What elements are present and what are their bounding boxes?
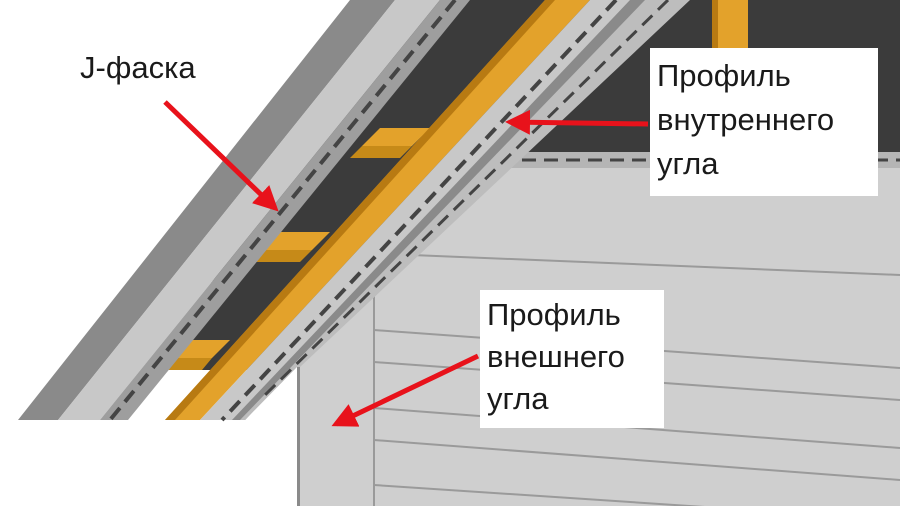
rafter-batten xyxy=(165,0,590,420)
callout-inner-box xyxy=(650,48,878,196)
label-outer-corner: Профиль внешнего угла xyxy=(487,297,634,416)
j-chamfer-dashes xyxy=(108,0,457,422)
arrow-j-chamfer xyxy=(163,100,279,212)
inner-corner-lower-strip xyxy=(240,0,690,420)
label-inner-corner: Профиль внутреннего угла xyxy=(657,58,843,181)
outer-corner-profile xyxy=(297,363,300,506)
arrow-inner-corner xyxy=(505,109,649,135)
j-chamfer-outer xyxy=(18,0,395,420)
j-chamfer-inner xyxy=(58,0,440,420)
label-j-chamfer: J-фаска xyxy=(80,50,196,85)
inner-corner-dashes xyxy=(220,0,618,422)
arrow-outer-corner xyxy=(331,353,480,427)
callout-outer-box xyxy=(480,290,664,428)
